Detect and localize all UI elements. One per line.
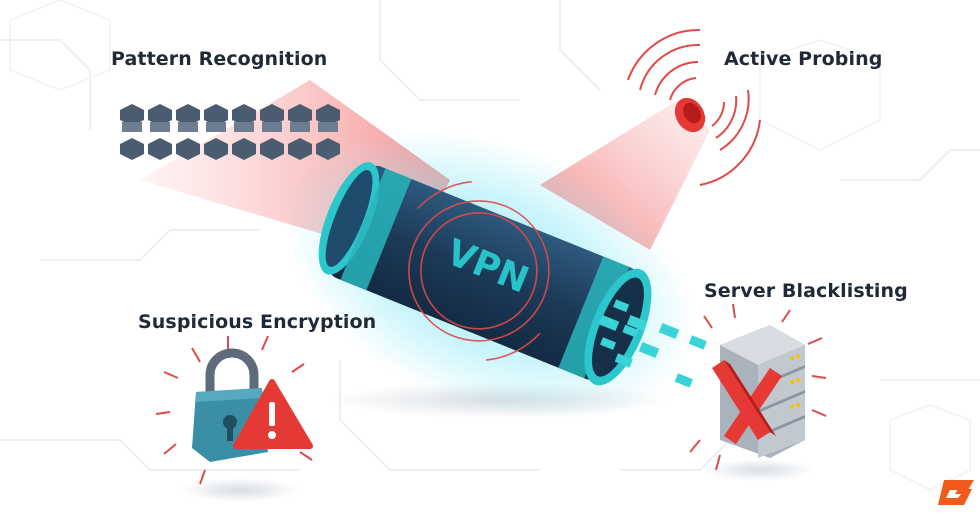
warning-triangle-icon xyxy=(233,379,313,449)
vpn-tunnel-icon xyxy=(318,162,652,386)
label-server-blacklisting: Server Blacklisting xyxy=(704,280,908,302)
radar-emitter-icon xyxy=(627,28,761,186)
label-active-probing: Active Probing xyxy=(724,48,883,70)
label-pattern-recognition: Pattern Recognition xyxy=(111,48,328,70)
data-packets xyxy=(598,314,707,388)
lock-shadow xyxy=(180,478,300,502)
pixel-pattern-icon xyxy=(120,104,340,160)
label-suspicious-encryption: Suspicious Encryption xyxy=(138,311,377,333)
brand-logo-icon xyxy=(938,480,974,505)
server-shadow xyxy=(705,459,815,481)
red-cross-icon xyxy=(712,360,782,444)
probing-beam xyxy=(540,100,710,250)
